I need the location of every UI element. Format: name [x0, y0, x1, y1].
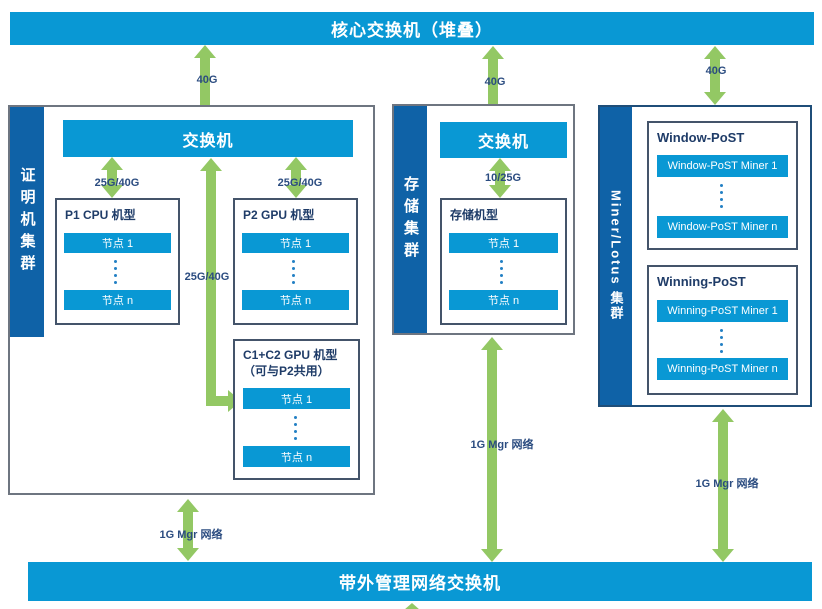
- winning-post-miner-last: Winning-PoST Miner n: [657, 358, 788, 380]
- link-label-c1c2: 25G/40G: [184, 271, 230, 283]
- storage-switch-bar: 交换机: [440, 122, 567, 158]
- storage-node-last: 节点 n: [449, 290, 558, 310]
- p2-node-first: 节点 1: [242, 233, 349, 253]
- c1c2-box-title: C1+C2 GPU 机型: [243, 348, 338, 362]
- core-switch-label: 核心交换机（堆叠）: [331, 21, 493, 40]
- link-label-p2: 25G/40G: [277, 177, 323, 189]
- link-arrow-p2: [285, 157, 307, 198]
- link-label-40g-mid: 40G: [484, 76, 506, 88]
- p1-node-first: 节点 1: [64, 233, 171, 253]
- link-label-mgr-left: 1G Mgr 网络: [159, 529, 223, 541]
- window-post-title: Window-PoST: [657, 130, 745, 145]
- ellipsis-dots: [500, 260, 503, 284]
- miner-cluster-label: Miner/Lotus 集群: [608, 190, 624, 322]
- oob-mgmt-switch-label: 带外管理网络交换机: [339, 574, 501, 593]
- link-label-40g-right: 40G: [705, 65, 727, 77]
- link-arrow-mgr-left: [177, 499, 199, 561]
- storage-box-title: 存储机型: [450, 208, 499, 222]
- c1c2-box-subtitle: （可与P2共用）: [243, 364, 330, 378]
- proof-switch-label: 交换机: [182, 132, 234, 150]
- storage-machine-box: 存储机型 节点 1 节点 n: [440, 198, 567, 325]
- window-post-miner-last: Window-PoST Miner n: [657, 216, 788, 238]
- p2-gpu-box-title: P2 GPU 机型: [243, 208, 315, 222]
- link-label-storage: 10/25G: [484, 172, 522, 184]
- c1c2-arrow-horizontal-shaft: [206, 396, 228, 406]
- storage-switch-label: 交换机: [477, 134, 529, 151]
- p1-cpu-box-title: P1 CPU 机型: [65, 208, 136, 222]
- ellipsis-dots: [720, 329, 723, 353]
- link-label-40g-left: 40G: [196, 74, 218, 86]
- p1-node-last: 节点 n: [64, 290, 171, 310]
- link-label-p1: 25G/40G: [94, 177, 140, 189]
- link-arrow-40g-right: [704, 46, 726, 105]
- c1c2-arrow-vertical-shaft: [206, 170, 216, 406]
- p2-node-last: 节点 n: [242, 290, 349, 310]
- link-arrow-mgr-mid: [481, 337, 503, 562]
- c1c2-node-last: 节点 n: [243, 446, 350, 467]
- window-post-miner-first: Window-PoST Miner 1: [657, 155, 788, 177]
- oob-mgmt-switch-bar: 带外管理网络交换机: [28, 562, 812, 601]
- ellipsis-dots: [114, 260, 117, 284]
- winning-post-miner-first: Winning-PoST Miner 1: [657, 300, 788, 322]
- winning-post-title: Winning-PoST: [657, 274, 746, 289]
- link-label-mgr-mid: 1G Mgr 网络: [470, 439, 534, 451]
- p1-cpu-box: P1 CPU 机型 节点 1 节点 n: [55, 198, 180, 325]
- storage-cluster-label: 存储集群: [402, 175, 419, 264]
- ellipsis-dots: [720, 184, 723, 208]
- miner-cluster-sidebar: Miner/Lotus 集群: [600, 107, 632, 405]
- link-label-mgr-right: 1G Mgr 网络: [695, 478, 759, 490]
- proof-cluster-label: 证明机集群: [18, 167, 36, 277]
- link-arrow-mgr-right: [712, 409, 734, 562]
- storage-node-first: 节点 1: [449, 233, 558, 253]
- core-switch-bar: 核心交换机（堆叠）: [10, 12, 814, 45]
- p2-gpu-box: P2 GPU 机型 节点 1 节点 n: [233, 198, 358, 325]
- ellipsis-dots: [294, 416, 297, 440]
- proof-switch-bar: 交换机: [63, 120, 353, 157]
- c1c2-arrow-head-up: [200, 158, 222, 171]
- storage-cluster-sidebar: 存储集群: [394, 106, 427, 333]
- link-arrow-p1: [101, 157, 123, 198]
- c1c2-node-first: 节点 1: [243, 388, 350, 409]
- window-post-box: Window-PoST Window-PoST Miner 1 Window-P…: [647, 121, 798, 250]
- ellipsis-dots: [292, 260, 295, 284]
- clipped-arrow-tip: [404, 603, 420, 609]
- c1c2-gpu-box: C1+C2 GPU 机型 （可与P2共用） 节点 1 节点 n: [233, 339, 360, 480]
- link-arrow-storage: [489, 158, 511, 198]
- proof-cluster-sidebar: 证明机集群: [10, 107, 44, 337]
- winning-post-box: Winning-PoST Winning-PoST Miner 1 Winnin…: [647, 265, 798, 395]
